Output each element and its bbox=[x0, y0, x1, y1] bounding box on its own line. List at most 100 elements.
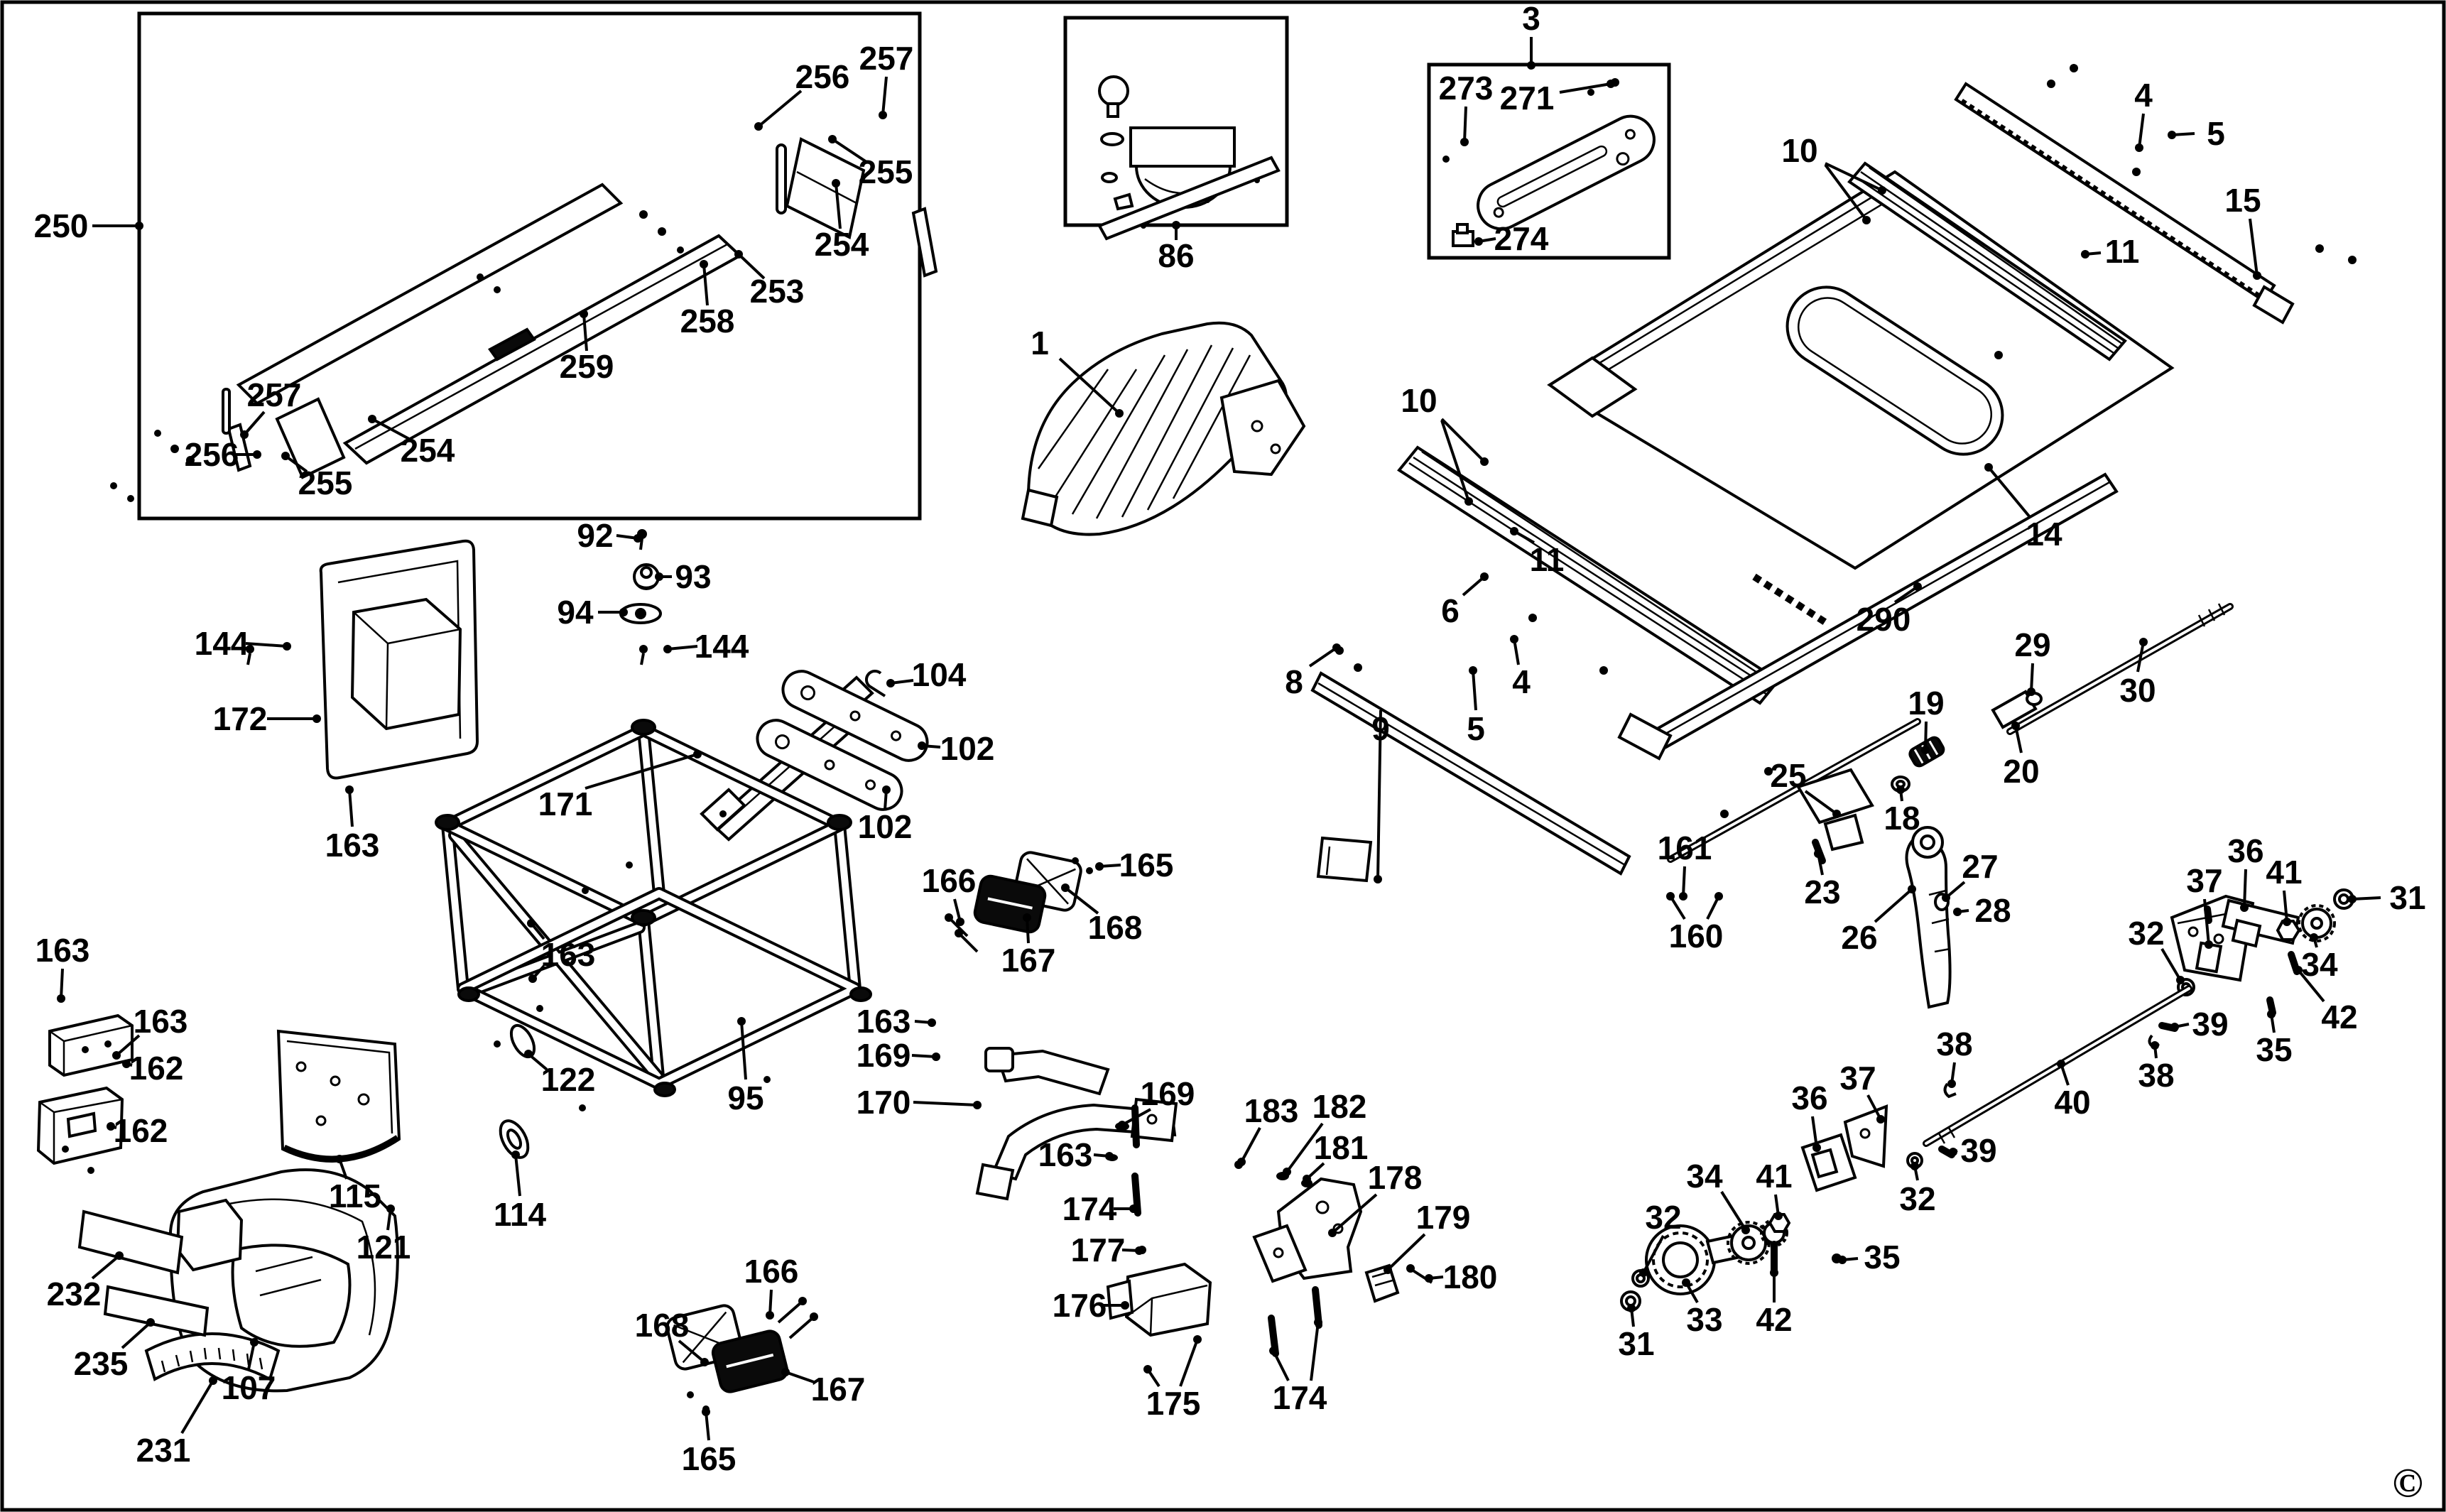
leader-endpoint bbox=[1121, 1301, 1129, 1310]
leader-endpoint bbox=[112, 1051, 121, 1060]
part-number-114: 114 bbox=[494, 1196, 547, 1233]
leader-line bbox=[667, 645, 698, 651]
part-number-10: 10 bbox=[1781, 132, 1817, 169]
part-number-27: 27 bbox=[1962, 848, 1998, 885]
leader-line bbox=[831, 138, 868, 163]
part-number-28: 28 bbox=[1974, 892, 2011, 929]
leader-endpoint bbox=[528, 974, 537, 983]
part-callout-180-81: 180 bbox=[1425, 1258, 1497, 1295]
part-number-166: 166 bbox=[922, 862, 977, 899]
leader-endpoint bbox=[386, 1204, 395, 1213]
part-callout-28-43: 28 bbox=[1953, 892, 2011, 929]
part-number-144: 144 bbox=[195, 625, 249, 662]
part-callout-163-75: 163 bbox=[1038, 1136, 1114, 1173]
part-callout-144-91: 144 bbox=[663, 628, 749, 665]
leader-endpoint bbox=[1679, 892, 1687, 901]
leader-endpoint bbox=[368, 415, 376, 423]
part-callout-176-84: 176 bbox=[1053, 1287, 1129, 1324]
part-stand-95 bbox=[435, 719, 872, 1111]
leader-line bbox=[2030, 663, 2034, 692]
leader-endpoint bbox=[107, 1122, 115, 1131]
leader-line bbox=[1440, 418, 1486, 463]
part-number-14: 14 bbox=[2026, 516, 2062, 553]
leader-line bbox=[121, 1321, 152, 1349]
leader-endpoint bbox=[1237, 1158, 1246, 1166]
part-callout-14-23: 14 bbox=[1984, 463, 2062, 553]
part-number-15: 15 bbox=[2224, 182, 2261, 219]
part-bracket-162-lower bbox=[36, 1086, 124, 1174]
leader-endpoint bbox=[1193, 1335, 1202, 1344]
part-callout-258-6: 258 bbox=[680, 260, 734, 339]
part-callout-102-97: 102 bbox=[858, 785, 912, 845]
leader-line bbox=[1058, 357, 1121, 415]
part-number-25: 25 bbox=[1770, 757, 1806, 794]
leader-endpoint bbox=[2139, 638, 2148, 646]
part-callout-34-49: 34 bbox=[2301, 933, 2338, 983]
part-callout-121-103: 121 bbox=[357, 1204, 411, 1266]
leader-line bbox=[1472, 670, 1477, 711]
part-callout-18-36: 18 bbox=[1884, 785, 1920, 837]
leader-endpoint bbox=[281, 452, 290, 460]
leader-endpoint bbox=[663, 645, 672, 653]
part-throat-plate bbox=[1452, 114, 1656, 247]
part-number-29: 29 bbox=[2014, 626, 2050, 663]
part-callout-42-50: 42 bbox=[2294, 966, 2358, 1035]
part-number-32: 32 bbox=[1645, 1199, 1681, 1236]
part-callout-168-69: 168 bbox=[1061, 883, 1142, 946]
part-number-168: 168 bbox=[1088, 909, 1143, 946]
part-number-163: 163 bbox=[36, 932, 90, 969]
leader-line bbox=[2283, 890, 2288, 923]
part-number-290: 290 bbox=[1857, 601, 1911, 638]
leader-line bbox=[2136, 641, 2145, 673]
part-callout-39-58: 39 bbox=[1949, 1132, 1997, 1169]
part-rail-10-upper bbox=[1847, 161, 2127, 361]
part-number-168: 168 bbox=[635, 1307, 690, 1344]
leader-endpoint bbox=[2253, 271, 2261, 280]
part-number-176: 176 bbox=[1053, 1287, 1107, 1324]
part-callout-235-109: 235 bbox=[74, 1318, 155, 1382]
leader-line bbox=[180, 1379, 214, 1435]
part-callout-34-60: 34 bbox=[1686, 1158, 1750, 1234]
part-callout-15-21: 15 bbox=[2224, 182, 2261, 280]
part-number-259: 259 bbox=[560, 348, 614, 385]
part-callout-32-48: 32 bbox=[2128, 915, 2185, 984]
part-callout-259-7: 259 bbox=[560, 310, 614, 385]
part-number-163: 163 bbox=[1038, 1136, 1093, 1173]
part-number-179: 179 bbox=[1416, 1199, 1471, 1236]
part-callout-182-77: 182 bbox=[1283, 1088, 1366, 1176]
part-callout-181-78: 181 bbox=[1303, 1129, 1368, 1183]
leader-endpoint bbox=[1814, 849, 1822, 858]
leader-endpoint bbox=[1464, 497, 1473, 506]
leader-endpoint bbox=[115, 1251, 124, 1260]
part-number-26: 26 bbox=[1841, 919, 1877, 956]
part-number-1: 1 bbox=[1031, 325, 1049, 361]
leader-line bbox=[1682, 866, 1686, 897]
leader-line bbox=[1513, 638, 1520, 665]
part-callout-41-46: 41 bbox=[2266, 854, 2303, 926]
leader-line bbox=[243, 410, 266, 436]
part-number-256: 256 bbox=[185, 436, 239, 473]
part-number-160: 160 bbox=[1669, 918, 1724, 954]
part-callout-95-100: 95 bbox=[727, 1017, 764, 1116]
leader-line bbox=[2138, 113, 2145, 148]
leader-endpoint bbox=[928, 1018, 936, 1027]
part-number-182: 182 bbox=[1312, 1088, 1367, 1125]
leader-line bbox=[2014, 725, 2023, 754]
part-callout-165-68: 165 bbox=[1095, 847, 1173, 883]
leader-endpoint bbox=[1953, 908, 1962, 916]
leader-endpoint bbox=[1095, 862, 1104, 871]
part-miter-gauge bbox=[1097, 75, 1281, 241]
leader-endpoint bbox=[1896, 785, 1905, 794]
part-number-122: 122 bbox=[541, 1061, 596, 1098]
part-callout-183-76: 183 bbox=[1237, 1092, 1298, 1166]
leader-endpoint bbox=[1862, 216, 1871, 224]
leader-endpoint bbox=[1878, 186, 1886, 195]
part-callout-31-66: 31 bbox=[1618, 1304, 1655, 1362]
part-callout-8-28: 8 bbox=[1285, 643, 1341, 700]
leader-endpoint bbox=[655, 572, 663, 581]
callout-layer: 2502572562552542532582592572562552548613… bbox=[34, 0, 2426, 1477]
part-callout-23-40: 23 bbox=[1804, 849, 1841, 910]
leader-endpoint bbox=[511, 1151, 520, 1159]
part-callout-1-13: 1 bbox=[1031, 325, 1124, 418]
